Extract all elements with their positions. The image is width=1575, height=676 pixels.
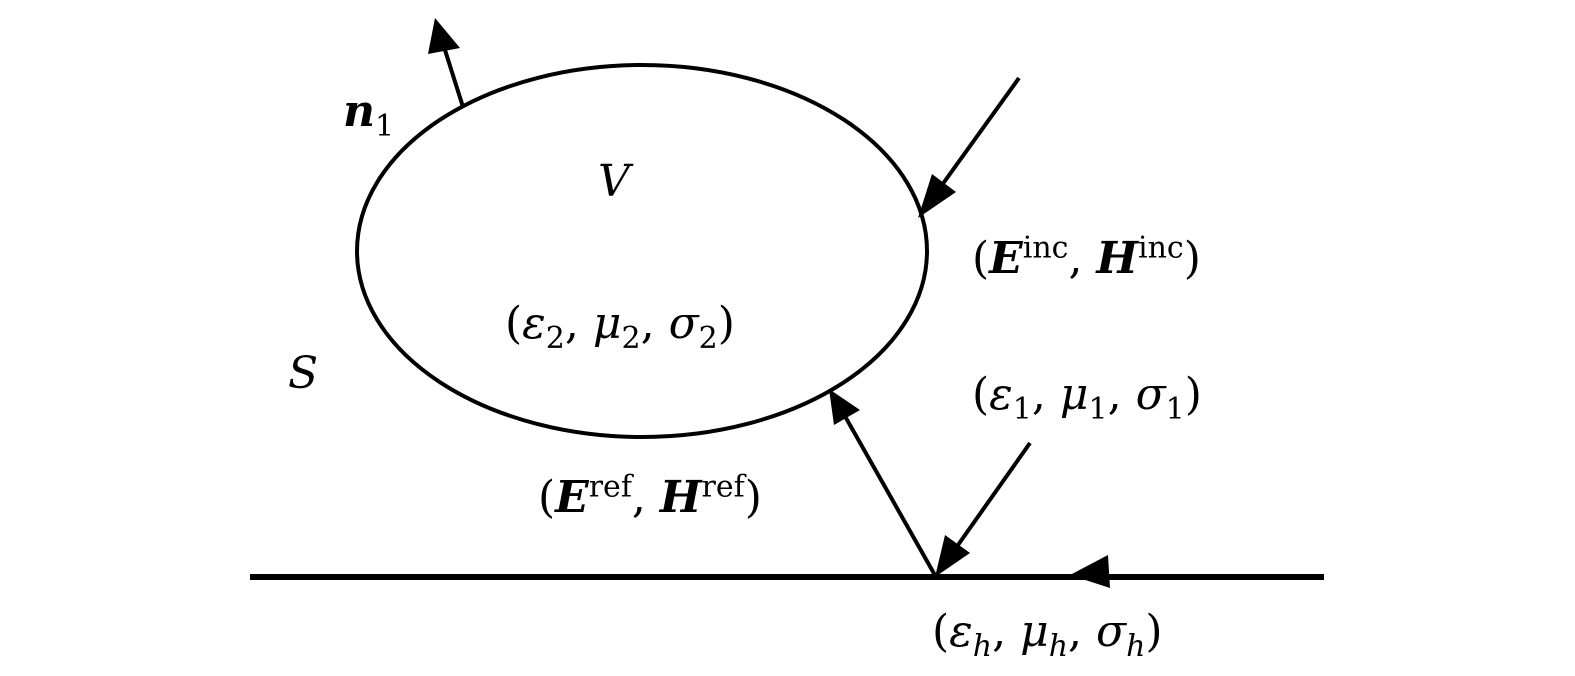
inner-medium-params: (ε2, μ2, σ2)	[505, 298, 735, 356]
incident-field-label: (Einc, Hinc)	[972, 230, 1201, 284]
scatterer-boundary	[355, 63, 929, 439]
reflected-arrow	[829, 389, 938, 578]
surface-label: S	[288, 348, 319, 399]
outer-medium-params: (ε1, μ1, σ1)	[972, 369, 1202, 427]
ground-medium-params: (εh, μh, σh)	[932, 606, 1163, 664]
normal-label: n1	[343, 86, 395, 144]
volume-label: V	[598, 156, 630, 207]
normal-arrow	[428, 18, 465, 108]
ground-direction-arrow	[1070, 555, 1110, 588]
reflected-field-label: (Eref, Href)	[538, 469, 762, 523]
incident-arrow-ground	[935, 441, 1032, 577]
incident-arrow-body	[918, 76, 1021, 218]
